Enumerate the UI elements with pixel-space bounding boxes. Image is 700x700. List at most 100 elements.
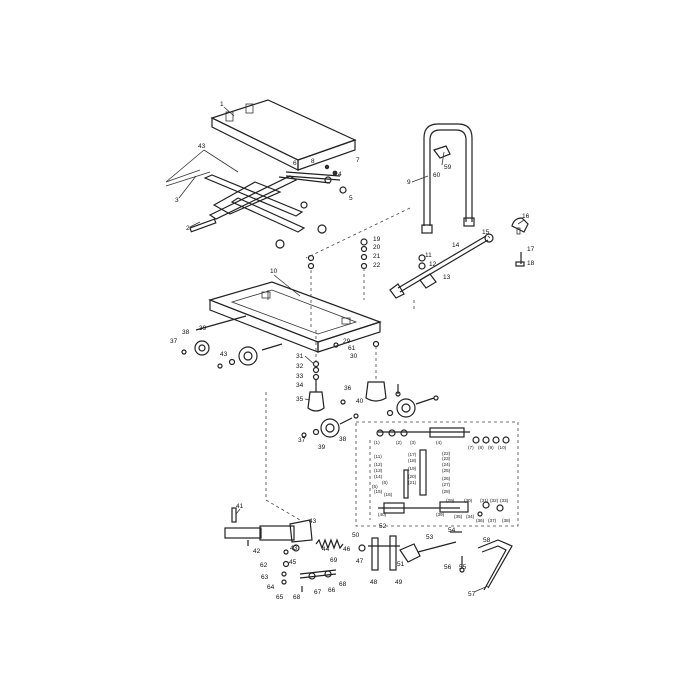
- callout-31: 31: [296, 353, 304, 360]
- inset-19: (19): [408, 466, 417, 471]
- callout-67: 67: [314, 589, 322, 596]
- callout-8: 8: [311, 158, 315, 165]
- inset-35: (35): [454, 514, 463, 519]
- wheel-front-right: [386, 395, 439, 418]
- inset-12: (12): [374, 462, 383, 467]
- callout-3: 3: [175, 197, 179, 204]
- callout-60: 60: [433, 172, 441, 179]
- inset-11: (11): [374, 454, 382, 459]
- callout-38b: 38: [339, 436, 347, 443]
- callout-12: 12: [429, 261, 437, 268]
- callout-43a: 43: [198, 143, 206, 150]
- callout-30: 30: [350, 353, 358, 360]
- callout-9: 9: [407, 179, 411, 186]
- pump-inset: [355, 421, 519, 527]
- callout-48: 48: [370, 579, 378, 586]
- callout-22: 22: [373, 262, 381, 269]
- callout-17: 17: [527, 246, 535, 253]
- callout-16: 16: [522, 213, 530, 220]
- callout-11: 11: [425, 252, 432, 259]
- callout-38a: 38: [182, 329, 190, 336]
- inset-3: (3): [410, 440, 416, 445]
- callout-20: 20: [373, 244, 381, 251]
- callout-37b: 37: [298, 437, 306, 444]
- callout-41: 41: [236, 503, 244, 510]
- bolt-stack-right: [360, 238, 368, 300]
- callout-54: 54: [448, 527, 456, 534]
- callout-6: 6: [293, 160, 297, 167]
- inset-25: (25): [442, 468, 451, 473]
- callout-69: 69: [330, 557, 338, 564]
- wheel-front-left: [301, 413, 359, 438]
- callout-52: 52: [379, 523, 387, 530]
- inset-22: (22): [442, 451, 451, 456]
- inset-30: (30): [464, 498, 473, 503]
- callout-35: 35: [296, 396, 304, 403]
- inset-5: (5): [372, 484, 378, 489]
- inset-21: (21): [408, 480, 417, 485]
- scissor-arms: [165, 169, 341, 249]
- inset-29: (29): [446, 498, 455, 503]
- callout-65: 65: [276, 594, 284, 601]
- inset-37: (37): [488, 518, 497, 523]
- callout-29: 29: [343, 338, 351, 345]
- callout-55: 55: [459, 564, 467, 571]
- inset-23: (23): [442, 456, 451, 461]
- inset-1: (1): [374, 440, 380, 445]
- callout-19: 19: [373, 236, 381, 243]
- callout-14: 14: [452, 242, 460, 249]
- callout-37a: 37: [170, 338, 178, 345]
- inset-8: (8): [478, 445, 484, 450]
- assembly-lines: [265, 207, 415, 521]
- caster-center: [340, 399, 346, 405]
- inset-6: (6): [382, 480, 388, 485]
- callout-15: 15: [482, 229, 490, 236]
- inset-14: (14): [374, 474, 383, 479]
- inset-18: (18): [408, 458, 417, 463]
- callout-53: 53: [426, 534, 434, 541]
- callout-47: 47: [356, 558, 364, 565]
- inset-7: (7): [468, 445, 474, 450]
- callout-7: 7: [356, 157, 360, 164]
- callout-5: 5: [349, 195, 353, 202]
- hydraulic-cylinder: [224, 507, 313, 555]
- inset-2: (2): [396, 440, 402, 445]
- release-linkage: [358, 535, 457, 571]
- inset-28: (28): [442, 489, 451, 494]
- callout-21: 21: [373, 253, 381, 260]
- table-top: [210, 99, 357, 171]
- callout-43c: 43: [309, 518, 317, 525]
- callout-39b: 39: [318, 444, 326, 451]
- inset-40: (40): [378, 512, 387, 517]
- callout-40: 40: [356, 398, 364, 405]
- pedal: [511, 217, 529, 267]
- callout-68a: 68: [293, 594, 301, 601]
- callout-18: 18: [527, 260, 535, 267]
- callout-61: 61: [348, 345, 356, 352]
- inset-20: (20): [408, 474, 417, 479]
- bolt-stack-left: [307, 254, 315, 330]
- inset-31: (31): [480, 498, 489, 503]
- inset-15: (15): [374, 489, 383, 494]
- caster-left-front: [217, 343, 283, 369]
- callout-63: 63: [261, 574, 269, 581]
- callout-59: 59: [444, 164, 452, 171]
- inset-27: (27): [442, 482, 451, 487]
- pins-top: [278, 164, 347, 194]
- inset-24: (24): [442, 462, 451, 467]
- callout-51: 51: [397, 561, 405, 568]
- inset-36: (36): [476, 518, 485, 523]
- inset-13: (13): [374, 468, 383, 473]
- inset-26: (26): [442, 476, 451, 481]
- control-rod: [389, 233, 494, 299]
- inset-16: (16): [384, 492, 393, 497]
- inset-39: (39): [436, 512, 445, 517]
- callout-68b: 68: [339, 581, 347, 588]
- callout-56: 56: [444, 564, 452, 571]
- inset-labels: (1) (2) (3) (4) (5) (6) (7) (8) (9) (10)…: [372, 440, 511, 523]
- callout-58: 58: [483, 537, 491, 544]
- callout-36: 36: [344, 385, 352, 392]
- callout-labels: 1 2 3 4 5 6 7 8 9 10 11 12 13 14 15 16 1…: [170, 101, 535, 601]
- callout-45: 45: [289, 559, 297, 566]
